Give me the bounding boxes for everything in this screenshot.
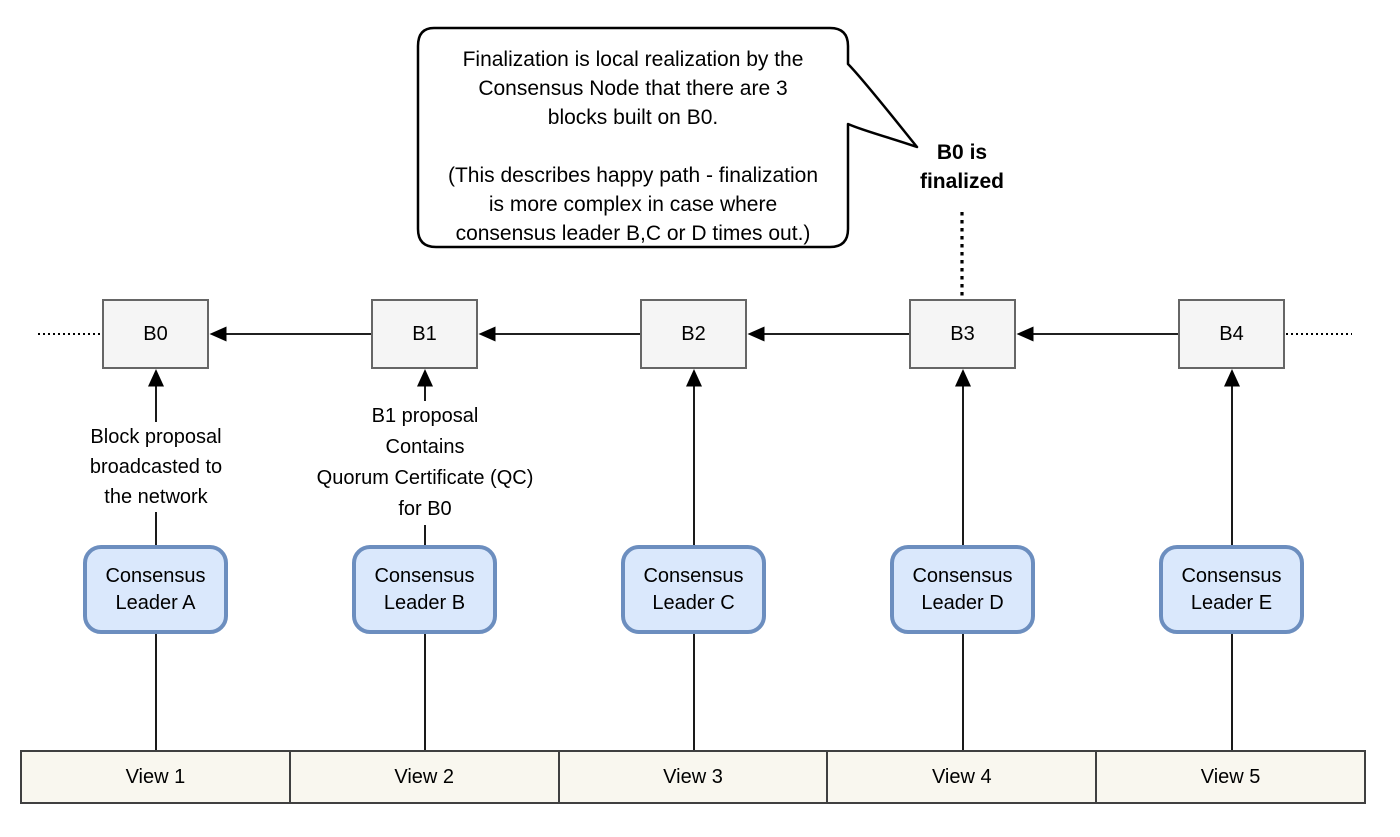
speech-bubble-text: Finalization is local realization by the…: [418, 45, 848, 248]
view-box-4: View 4: [826, 750, 1098, 804]
block-b1: B1: [371, 299, 478, 369]
view-label: View 5: [1200, 765, 1261, 788]
block-label: B0: [143, 322, 168, 345]
leader-label-line: Consensus: [643, 564, 744, 587]
edge-label-line: for B0: [398, 498, 452, 520]
edge-label-line: Block proposal: [90, 426, 222, 448]
bubble-line: consensus leader B,C or D times out.): [455, 222, 811, 245]
proposal-arrow-leader-e: [1224, 369, 1240, 545]
view-label: View 2: [394, 765, 455, 788]
block-arrow-b1-to-b0: [209, 326, 371, 342]
leader-c-box: Consensus Leader C: [621, 545, 766, 634]
finalized-line-1: B0 is: [936, 141, 988, 164]
block-b0: B0: [102, 299, 209, 369]
leader-d-box: Consensus Leader D: [890, 545, 1035, 634]
view-label: View 4: [931, 765, 992, 788]
finalized-line-2: finalized: [919, 170, 1004, 193]
proposal-arrow-leader-d: [955, 369, 971, 545]
view-box-1: View 1: [20, 750, 291, 804]
view-label: View 3: [663, 765, 723, 788]
bubble-line: blocks built on B0.: [547, 106, 719, 129]
leader-label-line: Leader A: [115, 591, 196, 614]
view-timeline: View 1 View 2 View 3 View 4 View 5: [20, 750, 1366, 804]
leader-a-box: Consensus Leader A: [83, 545, 228, 634]
view-label: View 1: [125, 765, 186, 788]
speech-bubble-shape: [416, 26, 919, 249]
block-b2: B2: [640, 299, 747, 369]
proposal-arrow-leader-c: [686, 369, 702, 545]
view-box-5: View 5: [1095, 750, 1366, 804]
leader-label-line: Consensus: [105, 564, 206, 587]
block-label: B4: [1219, 322, 1244, 345]
edge-label-b1-proposal: B1 proposal Contains Quorum Certificate …: [308, 401, 542, 525]
leader-label-line: Consensus: [912, 564, 1013, 587]
leader-label-line: Leader C: [652, 591, 735, 614]
edge-label-block-proposal: Block proposal broadcasted to the networ…: [75, 422, 237, 512]
bubble-line: (This describes happy path - finalizatio…: [447, 164, 819, 187]
leader-label-line: Consensus: [1181, 564, 1282, 587]
leader-e-box: Consensus Leader E: [1159, 545, 1304, 634]
block-arrow-b4-to-b3: [1016, 326, 1178, 342]
bubble-line: Consensus Node that there are 3: [478, 77, 788, 100]
bubble-line: Finalization is local realization by the: [462, 48, 804, 71]
bubble-line: is more complex in case where: [488, 193, 778, 216]
edge-label-line: Quorum Certificate (QC): [316, 467, 534, 489]
leader-label-line: Consensus: [374, 564, 475, 587]
leader-b-box: Consensus Leader B: [352, 545, 497, 634]
leader-label-line: Leader E: [1190, 591, 1273, 614]
view-box-3: View 3: [557, 750, 829, 804]
block-label: B1: [412, 322, 437, 345]
edge-label-line: the network: [104, 486, 208, 508]
leader-label-line: Leader D: [921, 591, 1004, 614]
view-box-2: View 2: [288, 750, 560, 804]
block-b3: B3: [909, 299, 1016, 369]
leader-label-line: Leader B: [383, 591, 466, 614]
edge-label-line: B1 proposal: [371, 405, 479, 427]
block-label: B2: [681, 322, 706, 345]
edge-label-line: broadcasted to: [89, 456, 223, 478]
block-arrow-b3-to-b2: [747, 326, 909, 342]
block-arrow-b2-to-b1: [478, 326, 640, 342]
block-b4: B4: [1178, 299, 1285, 369]
block-label: B3: [950, 322, 975, 345]
edge-label-line: Contains: [385, 436, 465, 458]
bubble-paragraph-gap: [418, 132, 848, 161]
finalized-annotation: B0 is finalized: [880, 138, 1044, 196]
